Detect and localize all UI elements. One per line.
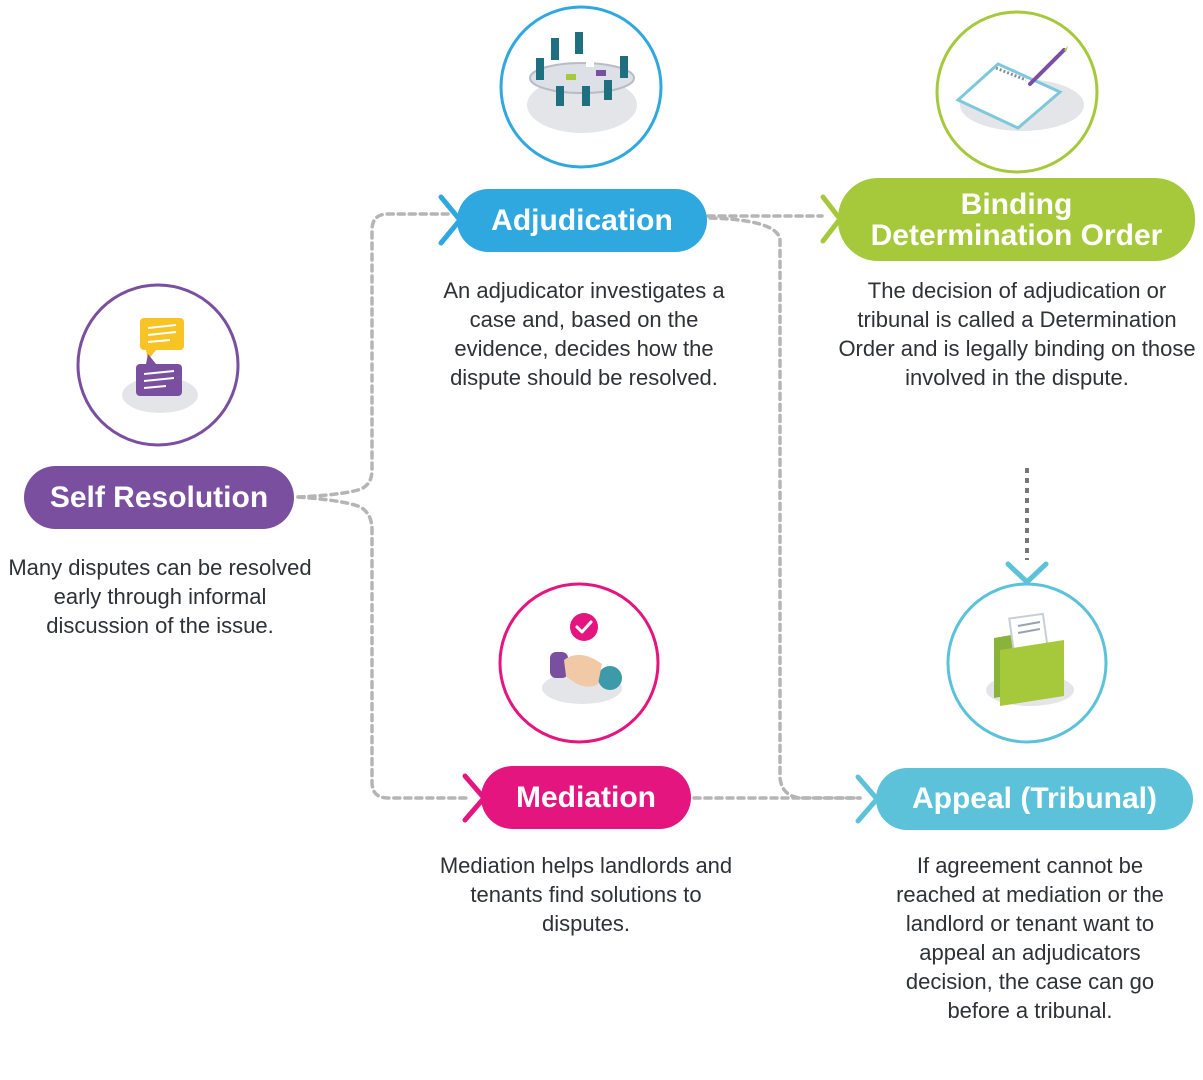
connector-self-to-adjudication — [296, 212, 450, 499]
adjudication-pill: Adjudication — [457, 189, 707, 252]
appeal-description: If agreement cannot be reached at mediat… — [896, 853, 1164, 1023]
mediation-description: Mediation helps landlords and tenants fi… — [439, 853, 733, 936]
appeal-pill: Appeal (Tribunal) — [876, 768, 1193, 830]
binding-description: The decision of adjudication or tribunal… — [838, 278, 1196, 390]
self-resolution-description: Many disputes can be resolved early thro… — [8, 555, 312, 638]
mediation-title: Mediation — [516, 780, 656, 814]
adjudication-description: An adjudicator investigates a case and, … — [443, 278, 725, 390]
connector-self-to-mediation — [296, 495, 470, 800]
self-resolution-pill: Self Resolution — [24, 466, 294, 529]
meeting-table-icon — [527, 32, 637, 133]
handshake-icon — [542, 613, 622, 704]
binding-pill: Binding Determination Order — [838, 178, 1195, 261]
notebook-pen-icon — [955, 46, 1084, 131]
self-resolution-title: Self Resolution — [49, 480, 269, 514]
binding-title-line1: Binding — [960, 187, 1073, 221]
arrow-down-icon — [1005, 561, 1049, 585]
appeal-title: Appeal (Tribunal) — [911, 782, 1157, 815]
binding-title-line2: Determination Order — [870, 218, 1163, 252]
mediation-pill: Mediation — [481, 766, 691, 829]
connector-adjudication-to-appeal — [708, 216, 862, 800]
chat-bubbles-icon — [122, 318, 198, 413]
folder-document-icon — [986, 612, 1074, 706]
adjudication-title: Adjudication — [491, 203, 673, 237]
